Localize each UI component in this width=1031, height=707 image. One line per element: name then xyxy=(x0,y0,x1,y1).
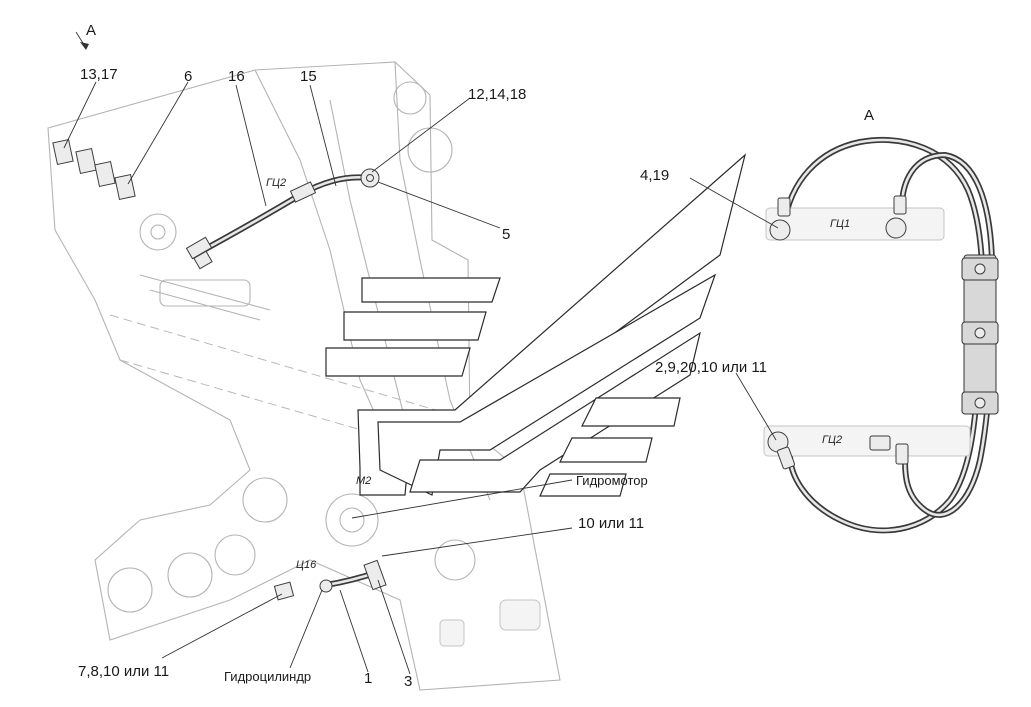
view-a-arrow-label: A xyxy=(86,22,96,39)
detail-view-title: A xyxy=(864,107,874,124)
background-frame-outline xyxy=(47,61,561,691)
cylinder-gc1-body xyxy=(765,207,945,241)
upper-hose-assembly xyxy=(185,168,380,270)
callout-13-17: 13,17 xyxy=(80,66,118,83)
background-bosses xyxy=(107,81,541,647)
logo-bar-5 xyxy=(559,437,653,463)
callout-16: 16 xyxy=(228,68,245,85)
cylinder-gc2-body xyxy=(763,425,971,457)
tag-c16: Ц16 xyxy=(296,559,317,571)
callout-gidromotor: Гидромотор xyxy=(576,473,648,488)
callout-15: 15 xyxy=(300,68,317,85)
lower-fitting-assembly xyxy=(273,559,387,601)
logo-bar-3 xyxy=(325,347,471,377)
callout-6: 6 xyxy=(184,68,192,85)
callout-3: 3 xyxy=(404,673,412,690)
callout-10-11: 10 или 11 xyxy=(578,515,644,532)
logo-bar-6 xyxy=(539,473,627,497)
logo-bar-2 xyxy=(343,311,487,341)
callout-1: 1 xyxy=(364,670,372,687)
logo-emblem xyxy=(325,153,747,497)
callout-7-8: 7,8,10 или 11 xyxy=(78,663,169,680)
callout-5: 5 xyxy=(502,226,510,243)
callout-4-19: 4,19 xyxy=(640,167,669,184)
callout-12-14-18: 12,14,18 xyxy=(468,86,526,103)
leader-lines xyxy=(63,31,779,675)
tag-gc2-detail: ГЦ2 xyxy=(822,434,842,446)
logo-bar-4 xyxy=(581,397,681,427)
tag-gc1-detail: ГЦ1 xyxy=(830,218,850,230)
tag-gc2-main: ГЦ2 xyxy=(266,177,286,189)
detail-view-a xyxy=(763,137,999,534)
callout-2-9-20: 2,9,20,10 или 11 xyxy=(655,359,767,376)
tag-m2: М2 xyxy=(356,475,371,487)
spare-fittings-group xyxy=(52,138,136,201)
callout-gidrocilindr: Гидроцилиндр xyxy=(224,669,311,684)
logo-bar-1 xyxy=(361,277,501,303)
